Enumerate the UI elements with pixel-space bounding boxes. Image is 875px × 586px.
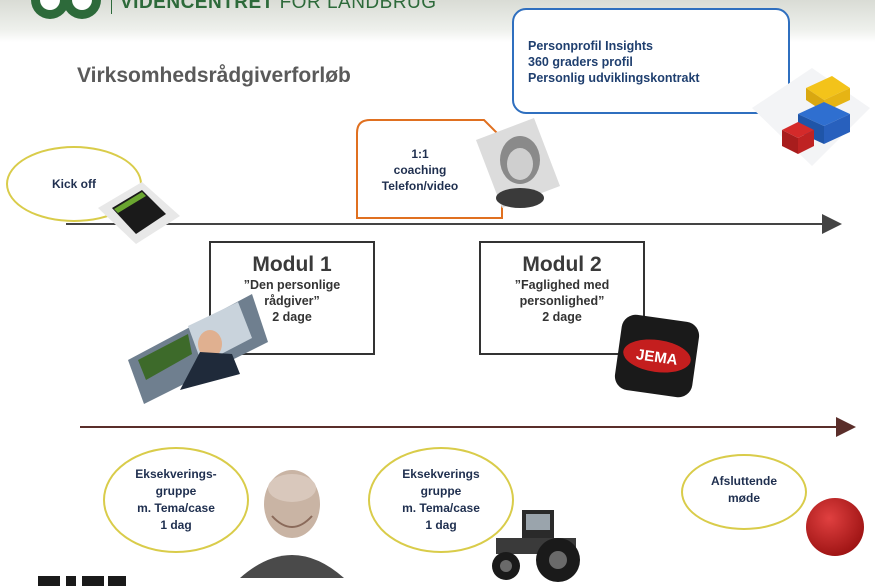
modul2-box: Modul 2 ”Faglighed med personlighed” 2 d… xyxy=(479,241,645,355)
callout-coaching: 1:1 coaching Telefon/video xyxy=(356,146,484,194)
eksek1-line: gruppe xyxy=(155,484,197,498)
modul2-line: 2 dage xyxy=(542,310,582,324)
jema-logo-text: JEMA xyxy=(635,346,679,369)
callout-line: Personprofil Insights xyxy=(528,39,654,53)
modul1-line: 2 dage xyxy=(272,310,312,324)
coaching-line: Telefon/video xyxy=(381,179,459,193)
callout-line: Personlig udviklingskontrakt xyxy=(528,71,700,85)
afsluttende-line: Afsluttende xyxy=(711,474,777,488)
page-title: Virksomhedsrådgiverforløb xyxy=(77,64,351,87)
notebook-icon xyxy=(98,182,180,244)
logo-divider xyxy=(111,0,112,14)
logo-icon xyxy=(31,0,101,19)
lego-red-brick xyxy=(782,122,814,154)
eksekveringsgruppe2-ellipse: Eksekverings gruppe m. Tema/case 1 dag xyxy=(368,447,514,553)
red-circle-icon xyxy=(806,498,864,556)
modul2-title: Modul 2 xyxy=(522,253,602,276)
jema-logo-image: JEMA xyxy=(614,314,700,398)
bald-man-portrait-image xyxy=(240,470,344,578)
modul2-line: personlighed” xyxy=(519,294,605,308)
coaching-line: 1:1 xyxy=(411,147,429,161)
modul1-title: Modul 1 xyxy=(252,253,332,276)
logo-text-thin: FOR LANDBRUG xyxy=(273,0,437,13)
eksek2-line: Eksekverings xyxy=(402,467,480,481)
eksek2-line: gruppe xyxy=(420,484,462,498)
modul2-line: ”Faglighed med xyxy=(514,278,610,292)
eksek2-line: 1 dag xyxy=(425,518,457,532)
afsluttende-line: møde xyxy=(727,491,760,505)
eksek1-line: m. Tema/case xyxy=(137,501,215,515)
woman-portrait-image xyxy=(476,118,560,208)
modul1-line: ”Den personlige xyxy=(243,278,341,292)
man-office-photo xyxy=(128,294,268,404)
kickoff-label: Kick off xyxy=(51,177,96,191)
logo-text: VIDENCENTRET FOR LANDBRUG xyxy=(120,0,437,14)
callout-line: 360 graders profil xyxy=(528,55,633,69)
eksek2-line: m. Tema/case xyxy=(402,501,480,515)
tractor-image xyxy=(492,510,580,582)
logo-text-bold: VIDENCENTRET xyxy=(120,0,274,13)
eksek1-line: 1 dag xyxy=(160,518,192,532)
coaching-line: coaching xyxy=(393,163,447,177)
modul1-line: rådgiver” xyxy=(264,294,320,308)
callout-personprofil: Personprofil Insights 360 graders profil… xyxy=(512,8,790,114)
footer-logo-fragment xyxy=(38,576,126,586)
eksek1-line: Eksekverings- xyxy=(135,467,217,481)
lego-bricks-image xyxy=(752,68,870,166)
eksekveringsgruppe1-ellipse: Eksekverings- gruppe m. Tema/case 1 dag xyxy=(103,447,249,553)
modul1-box: Modul 1 ”Den personlige rådgiver” 2 dage xyxy=(209,241,375,355)
afsluttende-mode-ellipse: Afsluttende møde xyxy=(681,454,807,530)
